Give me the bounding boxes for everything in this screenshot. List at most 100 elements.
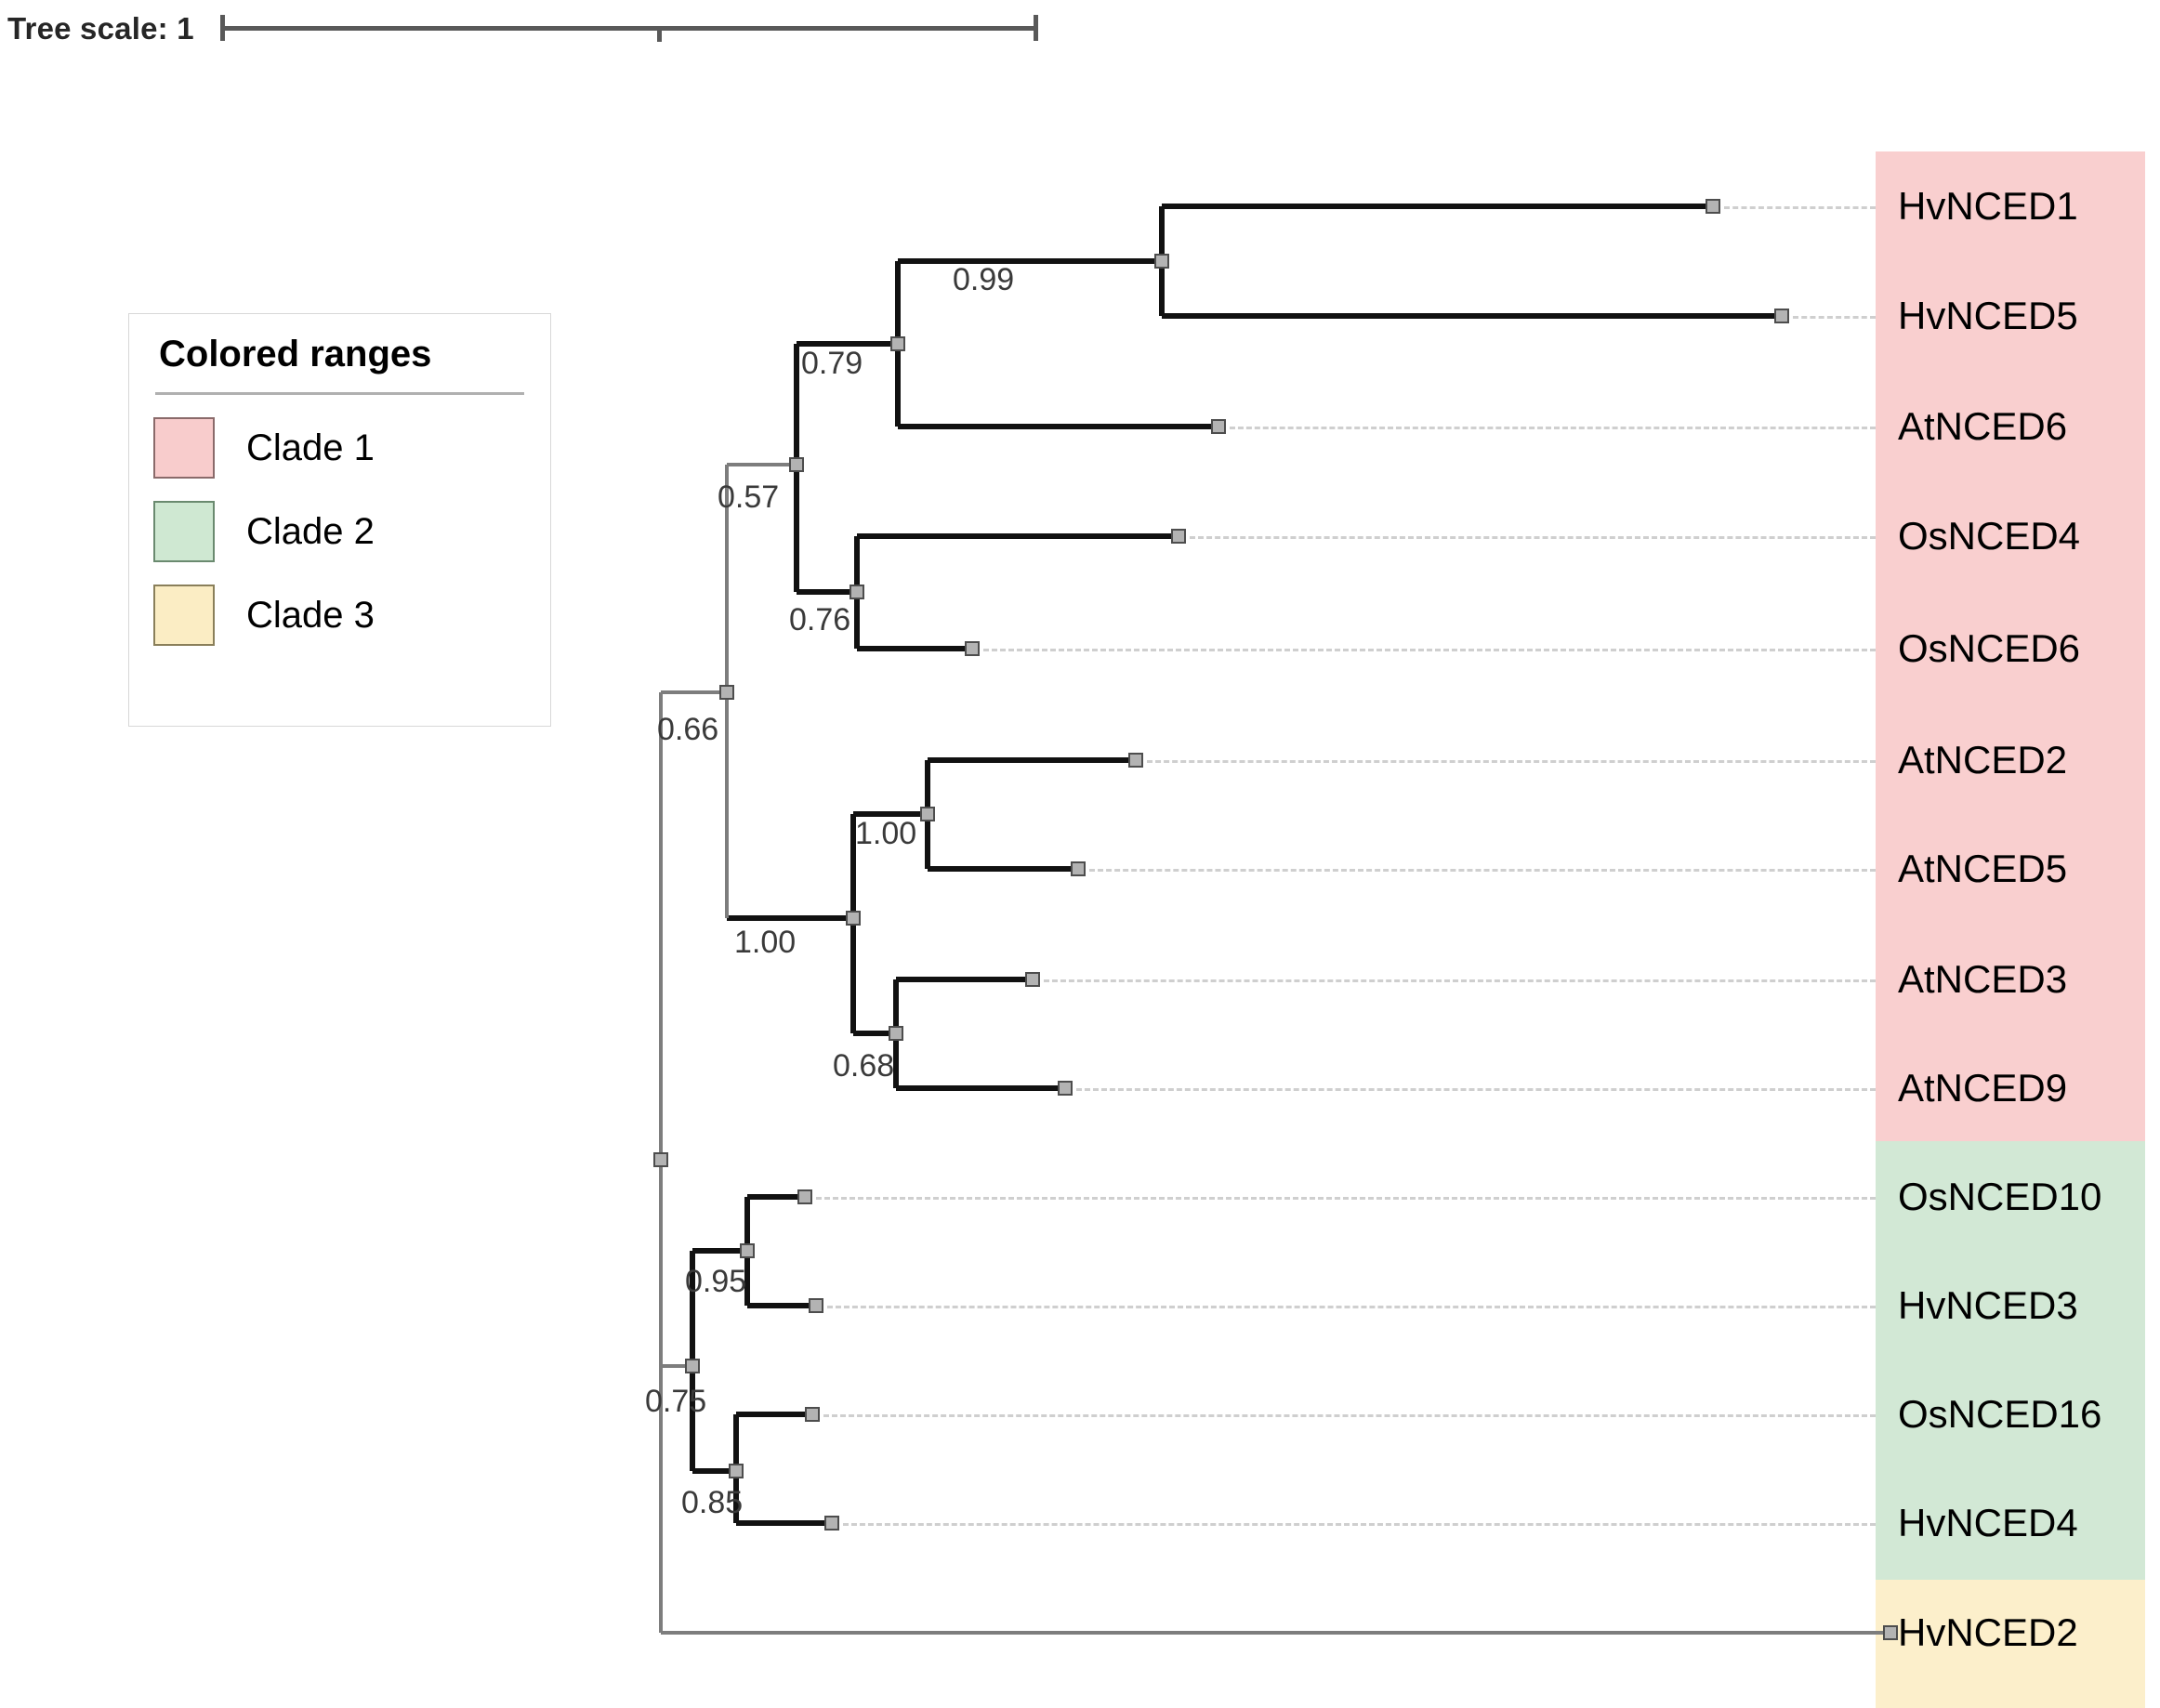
leaf-node-HvNCED1[interactable] — [1706, 199, 1720, 214]
branch-to-node-0.79 — [797, 341, 898, 347]
internal-node-9[interactable] — [653, 1152, 668, 1167]
leaf-dash-line — [827, 1306, 1876, 1308]
branch-OsNCED6 — [857, 646, 972, 651]
leaf-dash-line — [1147, 760, 1876, 763]
leaf-node-HvNCED5[interactable] — [1774, 309, 1789, 323]
support-value: 0.76 — [789, 602, 851, 637]
support-value: 0.57 — [718, 480, 780, 515]
branch-to-node-0.85 — [692, 1468, 736, 1474]
leaf-label-AtNCED5[interactable]: AtNCED5 — [1898, 847, 2068, 890]
branch-to-node-1.00 — [727, 915, 853, 921]
leaf-label-OsNCED4[interactable]: OsNCED4 — [1898, 514, 2081, 558]
leaf-label-HvNCED4[interactable]: HvNCED4 — [1898, 1501, 2078, 1544]
support-value: 0.99 — [953, 262, 1015, 297]
tree-scale-label: Tree scale: 1 — [7, 10, 194, 46]
tree-scale-bar — [215, 7, 1042, 48]
scale-tick-end — [1033, 15, 1038, 41]
internal-node-3[interactable] — [789, 457, 804, 472]
leaf-label-OsNCED16[interactable]: OsNCED16 — [1898, 1392, 2102, 1436]
branch-AtNCED9 — [896, 1085, 1065, 1091]
leaf-node-HvNCED3[interactable] — [809, 1298, 823, 1313]
branch-to-node-1.00-inner — [853, 811, 928, 817]
internal-node-10[interactable] — [740, 1243, 755, 1258]
branch-OsNCED16 — [736, 1412, 812, 1417]
legend-item-1[interactable]: Clade 1 — [153, 417, 526, 479]
leaf-dash-line — [1076, 1088, 1876, 1091]
leaf-dash-line — [1724, 206, 1876, 209]
support-value: 0.68 — [833, 1048, 895, 1084]
leaf-node-OsNCED16[interactable] — [805, 1407, 820, 1422]
legend-title: Colored ranges — [159, 334, 432, 374]
branch-HvNCED3 — [747, 1303, 816, 1308]
leaf-label-HvNCED5[interactable]: HvNCED5 — [1898, 294, 2078, 337]
leaf-node-OsNCED6[interactable] — [965, 641, 980, 656]
leaf-node-HvNCED2[interactable] — [1883, 1625, 1898, 1640]
internal-node-6[interactable] — [920, 807, 935, 821]
branch-to-node-0.75 — [661, 1364, 692, 1368]
branch-AtNCED2 — [928, 757, 1136, 763]
leaf-label-HvNCED1[interactable]: HvNCED1 — [1898, 184, 2078, 228]
branch-to-node-0.76 — [797, 589, 857, 595]
leaf-node-OsNCED10[interactable] — [797, 1189, 812, 1204]
leaf-label-HvNCED2[interactable]: HvNCED2 — [1898, 1610, 2078, 1654]
leaf-node-AtNCED2[interactable] — [1128, 753, 1143, 768]
leaf-label-HvNCED3[interactable]: HvNCED3 — [1898, 1283, 2078, 1327]
internal-node-8[interactable] — [889, 1026, 903, 1041]
internal-node-12[interactable] — [729, 1464, 744, 1478]
range-band-clade-3 — [1876, 1580, 2145, 1708]
leaf-node-OsNCED4[interactable] — [1171, 529, 1186, 544]
legend-swatch-icon — [153, 501, 215, 562]
branch-to-node-0.66 — [661, 690, 727, 694]
legend-item-label: Clade 2 — [246, 511, 375, 552]
leaf-dash-line — [1044, 979, 1876, 982]
leaf-node-HvNCED4[interactable] — [824, 1516, 839, 1531]
support-value: 1.00 — [734, 925, 797, 960]
branch-HvNCED5 — [1162, 313, 1782, 319]
branch-OsNCED10 — [747, 1194, 805, 1200]
legend-item-2[interactable]: Clade 2 — [153, 501, 526, 562]
leaf-dash-line — [983, 649, 1876, 651]
support-value: 0.95 — [685, 1264, 747, 1299]
leaf-node-AtNCED6[interactable] — [1211, 419, 1226, 434]
support-value: 0.85 — [681, 1485, 744, 1520]
leaf-label-AtNCED3[interactable]: AtNCED3 — [1898, 957, 2068, 1001]
leaf-dash-line — [1089, 869, 1876, 872]
leaf-dash-line — [823, 1414, 1876, 1417]
legend-items: Clade 1 Clade 2 Clade 3 — [153, 417, 526, 646]
branch-AtNCED3 — [896, 977, 1033, 982]
internal-node-1[interactable] — [1154, 254, 1169, 269]
legend-item-label: Clade 3 — [246, 595, 375, 636]
leaf-node-AtNCED9[interactable] — [1058, 1081, 1073, 1096]
scale-tick-start — [219, 15, 225, 41]
leaf-label-OsNCED10[interactable]: OsNCED10 — [1898, 1175, 2102, 1218]
leaf-dash-line — [816, 1197, 1876, 1200]
range-band-clade-2 — [1876, 1141, 2145, 1580]
leaf-dash-line — [1793, 316, 1876, 319]
branch-OsNCED4 — [857, 533, 1179, 539]
leaf-label-AtNCED9[interactable]: AtNCED9 — [1898, 1066, 2068, 1110]
branch-AtNCED6 — [898, 424, 1218, 429]
branch-to-node-0.68 — [853, 1031, 896, 1036]
branch-HvNCED1 — [1162, 204, 1713, 209]
support-value: 0.66 — [657, 712, 719, 747]
internal-node-7[interactable] — [846, 911, 861, 926]
internal-node-2[interactable] — [890, 336, 905, 351]
legend-divider — [155, 392, 524, 395]
internal-node-11[interactable] — [685, 1359, 700, 1373]
leaf-label-AtNCED2[interactable]: AtNCED2 — [1898, 738, 2068, 782]
leaf-label-OsNCED6[interactable]: OsNCED6 — [1898, 626, 2081, 670]
leaf-node-AtNCED3[interactable] — [1025, 972, 1040, 987]
internal-node-5[interactable] — [719, 685, 734, 700]
scale-bar-line — [219, 26, 1038, 31]
legend-swatch-icon — [153, 417, 215, 479]
internal-node-4[interactable] — [850, 585, 864, 599]
legend-item-label: Clade 1 — [246, 427, 375, 468]
leaf-node-AtNCED5[interactable] — [1071, 861, 1086, 876]
tree-scale: Tree scale: 1 — [7, 7, 1042, 48]
legend-item-3[interactable]: Clade 3 — [153, 585, 526, 646]
branch-to-node-0.99 — [898, 258, 1162, 264]
branch-to-node-0.57 — [727, 463, 797, 466]
leaf-dash-line — [843, 1523, 1876, 1526]
leaf-label-AtNCED6[interactable]: AtNCED6 — [1898, 404, 2068, 448]
